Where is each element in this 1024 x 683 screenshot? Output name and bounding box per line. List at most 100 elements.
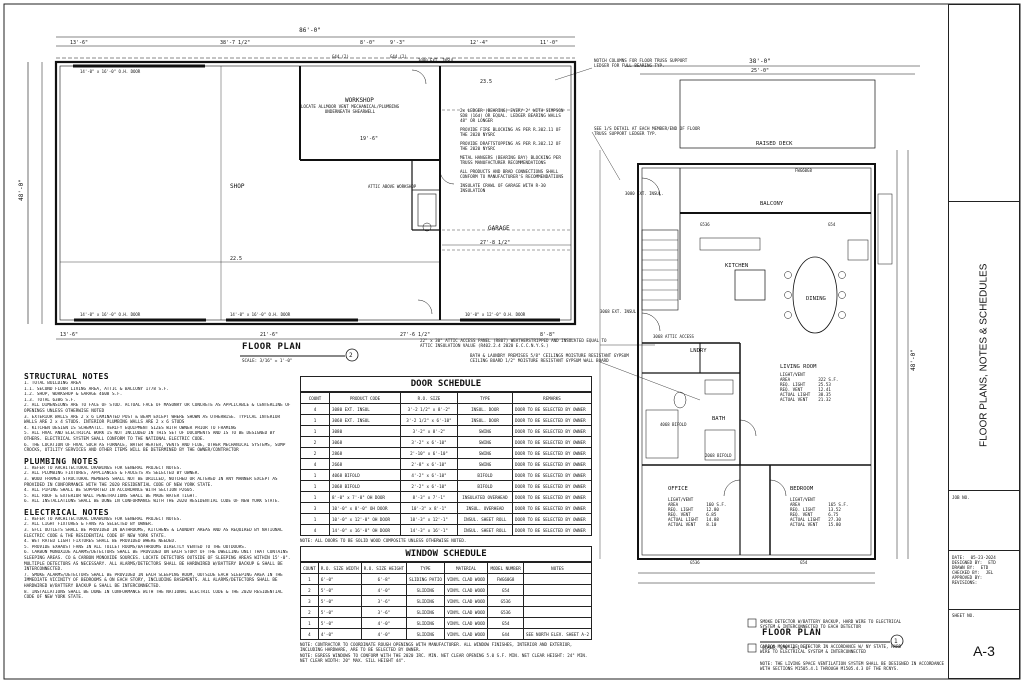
win-tag-3: G536 bbox=[690, 560, 700, 565]
table-cell: SLIDING bbox=[406, 595, 445, 607]
table-cell: VINYL CLAD WOOD bbox=[443, 606, 489, 618]
lv-value: 165 S.F. bbox=[828, 502, 849, 507]
table-cell: SLIDING bbox=[406, 606, 445, 618]
note-line: 6. THE LOCATION OF HVAC SUCH AS FURNACE,… bbox=[24, 442, 286, 454]
note-line: 8. INSTALLATIONS SHALL BE DONE IN CONFOR… bbox=[24, 589, 283, 601]
room-shop: SHOP bbox=[230, 183, 245, 190]
lv-label: AREA bbox=[780, 377, 791, 382]
lv-label: LIGHT/VENT bbox=[780, 372, 806, 377]
table-cell: 2'-2" x 6'-10" bbox=[400, 480, 458, 492]
table-cell: 3080 EXT. INSUL bbox=[329, 403, 401, 415]
note-line: 7. SMOKE ALARMS/DETECTORS SHALL BE PROVI… bbox=[24, 572, 283, 589]
lv-value: 160 S.F. bbox=[706, 502, 727, 507]
room-laundry: LNDRY bbox=[690, 348, 707, 354]
legend-smoke-detector: SMOKE DETECTOR W/BATTERY BACKUP, HARD WI… bbox=[760, 619, 902, 629]
table-cell: G536 bbox=[487, 595, 524, 607]
sheet-number: A-3 bbox=[973, 643, 995, 659]
table-cell: INSUL. SHEET ROLL bbox=[457, 524, 513, 536]
table-cell: 10'-3" x 8'-1" bbox=[400, 502, 458, 514]
plan1-deck-dim: 25'-0" bbox=[751, 68, 769, 74]
plan-1-scale: SCALE: 1/8" = 1'-0" bbox=[762, 645, 810, 650]
meta-label: APPROVED BY: bbox=[952, 575, 983, 580]
note-line: 3. WOOD FRAMED STRUCTURAL MEMBERS SHALL … bbox=[24, 476, 278, 488]
table-cell: 3'-2 1/2" x 8'-2" bbox=[400, 403, 458, 415]
room-bedroom: BEDROOM bbox=[790, 486, 814, 492]
door-tag-4: 2068 BIFOLD bbox=[705, 453, 732, 458]
lv-label: ACTUAL VENT bbox=[668, 522, 696, 527]
table-cell: SLIDING bbox=[406, 628, 445, 640]
meta-label: DESIGNED BY: bbox=[952, 560, 983, 565]
plan1-overall-width: 38'-0" bbox=[749, 58, 771, 65]
lv-label: REQ. LIGHT bbox=[780, 382, 806, 387]
plan-2-door-labels: 14'-0" x 16'-0" O.H. DOOR 14'-0" x 16'-0… bbox=[80, 54, 526, 317]
note-line: 1. REFER TO ARCHITECTURAL DRAWINGS FOR G… bbox=[24, 516, 182, 522]
lv-value: 13.52 bbox=[828, 507, 841, 512]
note-line: 4. KITCHEN DESIGN IS SCHEMATIC. VERIFY E… bbox=[24, 425, 237, 431]
plumbing-notes-list: 1. REFER TO ARCHITECTURAL DRAWINGS FOR G… bbox=[24, 466, 294, 505]
callout-notch-columns: NOTCH COLUMNS FOR FLOOR TRUSS SUPPORT LE… bbox=[594, 58, 688, 68]
table-cell bbox=[522, 584, 593, 596]
table-cell bbox=[522, 617, 593, 629]
table-cell: 1 bbox=[300, 469, 330, 481]
lv-value: 27.30 bbox=[828, 517, 841, 522]
dim-bottom-4: 8'-8" bbox=[540, 332, 555, 338]
note-line: 4. WET RATED LIGHT FIXTURES SHALL BE PRO… bbox=[24, 539, 177, 545]
job-no-label: JOB NO. bbox=[952, 495, 970, 500]
table-cell: VINYL CLAD WOOD bbox=[443, 595, 489, 607]
plan-2-scale: SCALE: 3/16" = 1'-0" bbox=[242, 358, 293, 363]
table-cell: 10'-3" x 12'-1" bbox=[400, 513, 458, 525]
callout-attic-access: 22" x 30" ATTIC ACCESS PANEL (R807) WEAT… bbox=[420, 338, 607, 348]
table-cell: 4'-0" bbox=[360, 617, 408, 629]
table-cell: 2 bbox=[300, 606, 319, 618]
title-block-meta: DATE:05-23-2024 DESIGNED BY:ETD DRAWN BY… bbox=[952, 555, 996, 585]
lv-label: REQ. LIGHT bbox=[790, 507, 816, 512]
table-cell: SLIDING bbox=[406, 617, 445, 629]
note-line: 2. ALL LIGHT FIXTURES & FANS AS SELECTED… bbox=[24, 522, 154, 528]
col-header: NOTES bbox=[522, 562, 593, 574]
garage-note: ALL PRODUCTS AND BRAD CONNECTIONS SHALL … bbox=[460, 169, 564, 179]
ventilation-note: NOTE: THE LIVING SPACE VENTILATION SYSTE… bbox=[760, 661, 945, 671]
table-cell: 3068 bbox=[329, 436, 401, 448]
table-cell: G44 bbox=[487, 628, 524, 640]
lv-value: 21.32 bbox=[818, 397, 831, 402]
col-header: MATERIAL bbox=[443, 562, 489, 574]
table-cell: INSUL. SHEET ROLL bbox=[457, 513, 513, 525]
note-line: 5. ALL HVAC AND ELECTRICAL WORK IS NOT I… bbox=[24, 431, 275, 442]
room-bath: BATH bbox=[712, 416, 725, 422]
lv-label: REQ. VENT bbox=[790, 512, 813, 517]
table-cell: DOOR TO BE SELECTED BY OWNER bbox=[512, 502, 592, 514]
table-cell: SWING bbox=[457, 436, 513, 448]
table-cell: DOOR TO BE SELECTED BY OWNER bbox=[512, 414, 592, 426]
meta-value: 05-23-2024 bbox=[970, 555, 996, 560]
table-cell: 3 bbox=[300, 595, 319, 607]
room-dining: DINING bbox=[806, 296, 826, 302]
table-cell: 1 bbox=[300, 414, 330, 426]
table-cell: DOOR TO BE SELECTED BY OWNER bbox=[512, 524, 592, 536]
workshop-note: LOCATE ALLMOOR VENT MECHANICAL/PLUMBING … bbox=[300, 104, 400, 114]
col-header: R.O. SIZE bbox=[400, 392, 458, 404]
table-cell: 1 bbox=[300, 573, 319, 585]
lv-label: ACTUAL VENT bbox=[780, 397, 808, 402]
lv-value: 6.85 bbox=[706, 512, 717, 517]
lv-label: LIGHT/VENT bbox=[790, 497, 816, 502]
door-tag-1: 3080 EXT. INSUL. bbox=[625, 191, 664, 196]
note-line: 5. PROVIDE EXHAUST FANS IN ALL TOILET RO… bbox=[24, 544, 247, 550]
table-cell bbox=[522, 595, 593, 607]
col-header: REMARKS bbox=[512, 392, 592, 404]
oh-door-bottom-1: 14'-0" x 16'-0" O.H. DOOR bbox=[80, 312, 141, 317]
table-cell: 2668 bbox=[329, 458, 401, 470]
note-line: 5. ALL ROOF & EXTERIOR WALL PENETRATIONS… bbox=[24, 493, 198, 499]
table-cell: 4 bbox=[300, 628, 319, 640]
meta-value: ETD bbox=[988, 560, 996, 565]
structural-notes-title: STRUCTURAL NOTES bbox=[24, 372, 110, 381]
note-line: 1. TOTAL BUILDING AREA bbox=[24, 381, 81, 386]
table-cell: 6'-8" bbox=[360, 573, 408, 585]
lv-value: 12.41 bbox=[818, 387, 831, 392]
lv-label: AREA bbox=[790, 502, 801, 507]
table-cell: DOOR TO BE SELECTED BY OWNER bbox=[512, 469, 592, 481]
table-cell: 1 bbox=[300, 491, 330, 503]
